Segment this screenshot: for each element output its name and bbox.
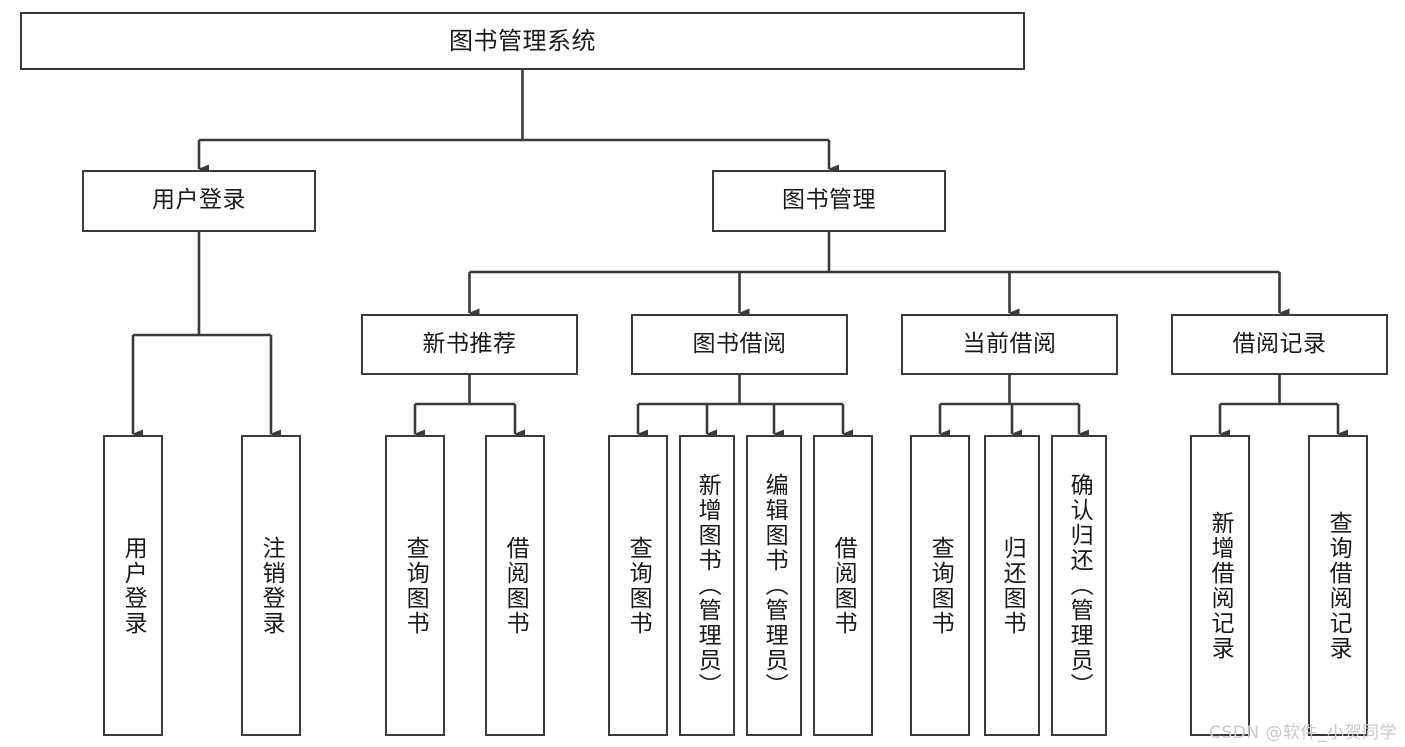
edges-group bbox=[131, 70, 1348, 439]
node-label: 新书推荐 bbox=[422, 330, 517, 357]
node-label: 图书借阅 bbox=[692, 330, 787, 357]
node-label: 新增图书（管理员） bbox=[694, 473, 721, 698]
node-leaf-login-2[interactable]: 注销登录 bbox=[241, 435, 301, 736]
node-leaf-cur-2[interactable]: 归还图书 bbox=[984, 435, 1040, 736]
node-label: 图书管理系统 bbox=[449, 26, 596, 55]
node-newbook[interactable]: 新书推荐 bbox=[361, 314, 578, 375]
node-leaf-login-1[interactable]: 用户登录 bbox=[103, 435, 163, 736]
node-label: 归还图书 bbox=[999, 535, 1026, 636]
node-label: 图书管理 bbox=[782, 187, 876, 214]
node-label: 查询图书 bbox=[625, 535, 652, 636]
node-label: 新增借阅记录 bbox=[1207, 510, 1234, 661]
node-label: 当前借阅 bbox=[962, 330, 1057, 357]
node-label: 查询图书 bbox=[927, 535, 954, 636]
node-leaf-bor-3[interactable]: 编辑图书（管理员） bbox=[746, 435, 802, 736]
node-leaf-bor-1[interactable]: 查询图书 bbox=[608, 435, 668, 736]
node-records[interactable]: 借阅记录 bbox=[1171, 314, 1388, 375]
node-login[interactable]: 用户登录 bbox=[82, 170, 316, 232]
node-current[interactable]: 当前借阅 bbox=[901, 314, 1118, 375]
node-label: 确认归还（管理员） bbox=[1066, 473, 1093, 698]
node-label: 借阅图书 bbox=[830, 535, 857, 636]
node-bookmgmt[interactable]: 图书管理 bbox=[712, 170, 946, 232]
node-label: 用户登录 bbox=[120, 535, 147, 636]
node-label: 编辑图书（管理员） bbox=[761, 473, 788, 698]
node-leaf-rec-1[interactable]: 新增借阅记录 bbox=[1190, 435, 1250, 736]
node-label: 查询借阅记录 bbox=[1325, 510, 1352, 661]
node-label: 注销登录 bbox=[258, 535, 285, 636]
node-label: 借阅记录 bbox=[1232, 330, 1327, 357]
node-borrow[interactable]: 图书借阅 bbox=[631, 314, 848, 375]
node-leaf-cur-1[interactable]: 查询图书 bbox=[910, 435, 970, 736]
node-leaf-bor-4[interactable]: 借阅图书 bbox=[813, 435, 873, 736]
node-leaf-cur-3[interactable]: 确认归还（管理员） bbox=[1051, 435, 1107, 736]
node-leaf-bor-2[interactable]: 新增图书（管理员） bbox=[679, 435, 735, 736]
node-leaf-rec-2[interactable]: 查询借阅记录 bbox=[1308, 435, 1368, 736]
node-leaf-new-1[interactable]: 查询图书 bbox=[385, 435, 445, 736]
node-label: 用户登录 bbox=[152, 187, 246, 214]
node-root[interactable]: 图书管理系统 bbox=[20, 12, 1025, 70]
watermark-text: CSDN @软件_小贺同学 bbox=[1209, 723, 1397, 743]
node-label: 借阅图书 bbox=[502, 535, 529, 636]
node-leaf-new-2[interactable]: 借阅图书 bbox=[485, 435, 545, 736]
node-label: 查询图书 bbox=[402, 535, 429, 636]
